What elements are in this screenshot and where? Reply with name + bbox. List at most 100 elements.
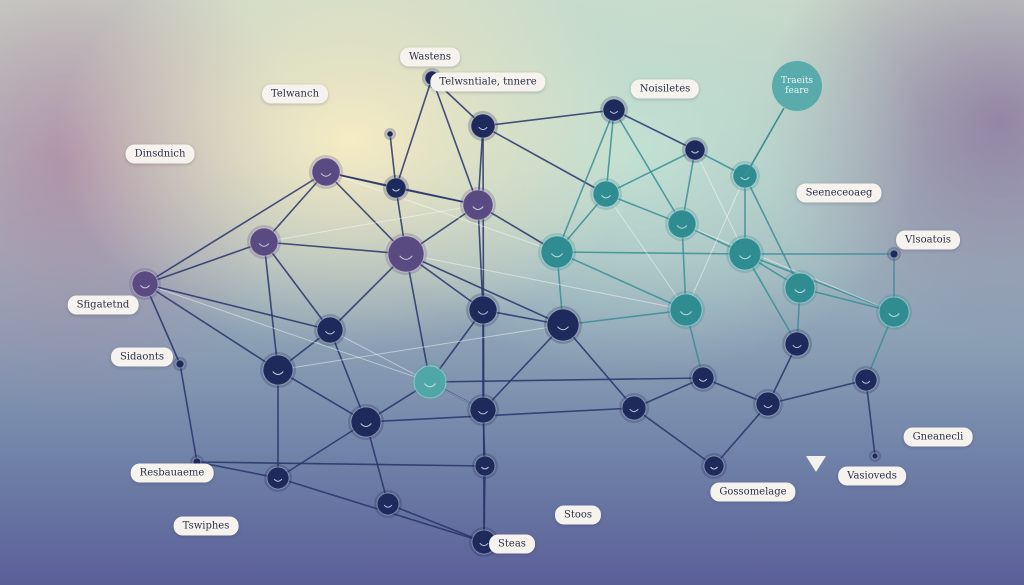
node-label: Steas [489,534,535,554]
faint-edge-group [144,149,895,411]
node-circle [784,272,816,304]
graph-edge [144,283,331,331]
faint-edge [277,324,564,371]
faint-edge [694,149,746,255]
node-glyph [320,173,332,177]
node-glyph [691,150,699,154]
node-label: Dinsdnich [125,144,195,164]
graph-edge [633,377,704,409]
node-circle [871,452,879,460]
graph-node [544,306,582,344]
graph-edge [144,171,327,285]
node-circle [728,237,762,271]
node-circle [592,180,620,208]
node-label: Vasioveds [838,466,906,486]
graph-edge [144,241,265,285]
node-label: Gneanecli [903,427,973,447]
node-circle [262,354,294,386]
faint-edge [605,193,687,311]
faint-edge [263,204,479,243]
node-label: Wastens [399,47,461,67]
node-label: Telwsntiale, tnnere [430,72,546,92]
graph-edge [865,379,876,457]
node-circle [667,209,697,239]
graph-node [782,270,818,306]
node-label: Sidaonts [110,347,174,367]
node-circle [854,368,878,392]
node-glyph [360,423,372,427]
graph-edge [767,379,867,405]
faint-edge [325,171,558,253]
node-glyph [740,176,750,181]
faint-edge [144,283,431,383]
node-glyph [399,255,413,260]
graph-node [682,137,708,163]
graph-edge [263,241,331,331]
node-label: Telwanch [261,84,329,104]
graph-node [538,233,576,271]
info-bubble-title: Traeits [780,76,814,86]
graph-node [619,393,649,423]
graph-edge [613,109,683,225]
node-circle [175,359,185,369]
graph-node [385,233,427,275]
node-circle [311,157,341,187]
node-glyph [392,188,400,192]
graph-node [468,111,498,141]
graph-edge [365,407,635,423]
graph-node [384,128,396,140]
graph-edge [263,171,327,243]
graph-edge [744,175,801,289]
node-circle [474,455,496,477]
node-circle [784,331,810,357]
node-circle [266,466,290,490]
node-glyph [609,110,619,114]
graph-node [782,329,812,359]
graph-edge [263,241,279,371]
triangle-marker [806,456,826,472]
node-glyph [481,466,489,470]
node-glyph [739,255,751,260]
graph-edge [605,109,615,195]
node-circle [376,492,400,516]
graph-edge [482,324,564,411]
node-glyph [273,478,283,482]
node-glyph [140,284,150,289]
graph-edge [405,253,564,326]
node-circle [621,395,647,421]
graph-edge [562,324,635,409]
graph-edge [387,503,485,543]
graph-node [264,464,292,492]
graph-node [689,364,717,392]
node-label: Tswiphes [173,516,239,536]
node-glyph [478,126,488,131]
node-glyph [478,410,488,415]
graph-node [129,268,161,300]
graph-node [309,155,343,189]
graph-edge [799,287,895,313]
node-glyph [424,383,436,388]
node-circle [889,249,899,259]
graph-node [460,187,496,223]
graph-node [852,366,880,394]
graph-edge [482,125,607,195]
graph-node [374,490,402,518]
node-glyph [325,330,335,335]
graph-node [173,357,187,371]
info-bubble [772,61,822,111]
node-circle [387,235,425,273]
graph-node [314,314,346,346]
graph-edge [633,407,715,467]
node-glyph [680,311,692,316]
graph-node [869,450,881,462]
faint-edge [685,175,746,311]
graph-edge [196,461,486,467]
graph-edge [277,369,367,423]
graph-node [753,389,783,419]
graph-edge [144,283,279,371]
graph-edge [477,204,484,311]
node-glyph [710,466,718,470]
node-circle [470,113,496,139]
